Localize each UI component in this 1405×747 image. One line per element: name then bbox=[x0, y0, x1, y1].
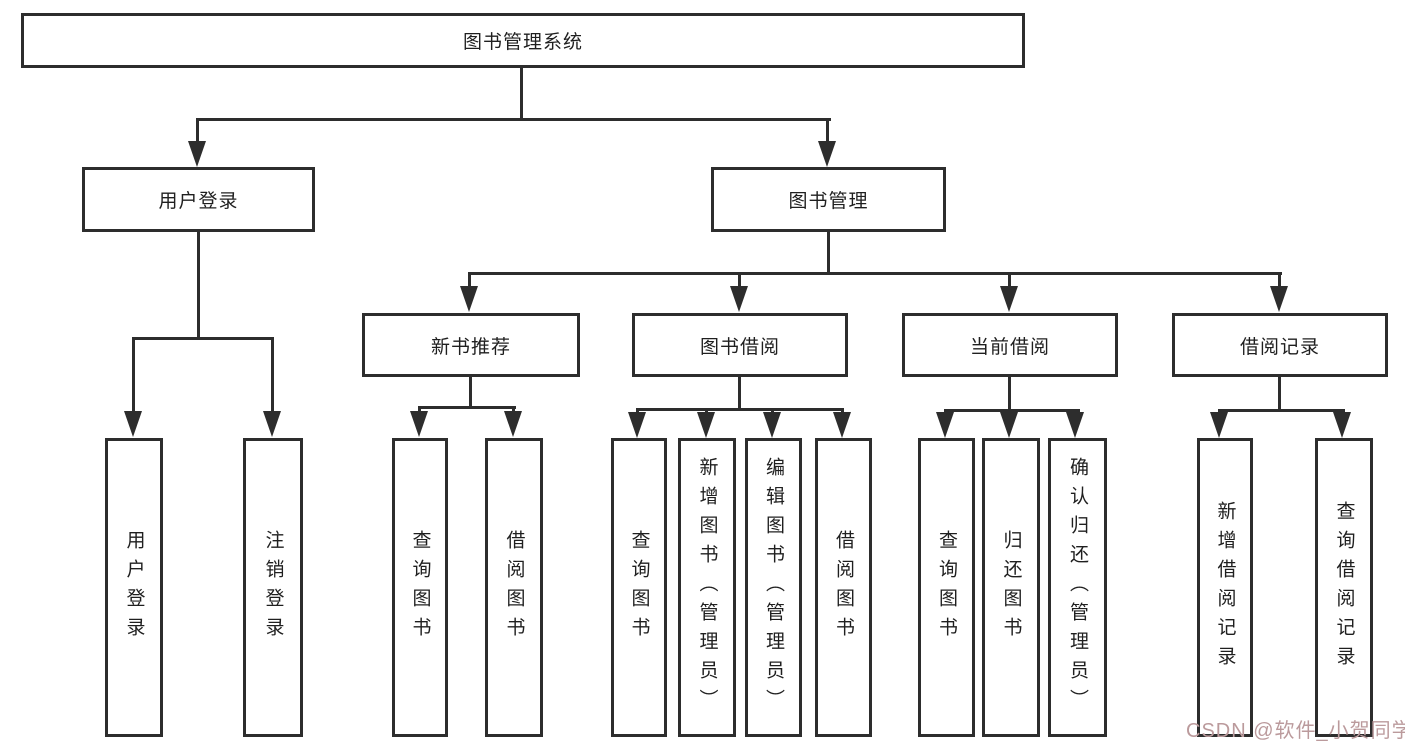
node-label: 用户登录 bbox=[158, 191, 239, 212]
node-label: 新书推荐 bbox=[430, 336, 511, 358]
leaf-edit-books-admin: 编辑图书（管理员） bbox=[745, 438, 802, 737]
connector-line bbox=[197, 232, 200, 340]
connector-line bbox=[469, 377, 472, 409]
node-label: 查询借阅记录 bbox=[1333, 500, 1355, 675]
node-label: 编辑图书（管理员） bbox=[763, 457, 784, 718]
node-label: 借阅图书 bbox=[503, 529, 525, 646]
connector-line bbox=[1278, 377, 1281, 412]
leaf-borrow-books-recommend: 借阅图书 bbox=[485, 438, 543, 737]
arrow-down-icon bbox=[460, 272, 478, 312]
node-label: 新增图书（管理员） bbox=[696, 457, 718, 718]
leaf-return-books: 归还图书 bbox=[982, 438, 1040, 737]
connector-line bbox=[738, 377, 741, 411]
connector-line bbox=[944, 409, 1080, 412]
leaf-query-books-recommend: 查询图书 bbox=[392, 438, 448, 737]
arrow-down-icon bbox=[1066, 409, 1084, 438]
node-current-borrowing: 当前借阅 bbox=[902, 313, 1118, 377]
arrow-down-icon bbox=[1333, 409, 1351, 438]
node-label: 当前借阅 bbox=[969, 336, 1050, 358]
node-label: 归还图书 bbox=[1000, 529, 1022, 646]
leaf-confirm-return-admin: 确认归还（管理员） bbox=[1048, 438, 1107, 737]
leaf-query-current-books: 查询图书 bbox=[918, 438, 975, 737]
arrow-down-icon bbox=[730, 272, 748, 312]
node-book-management-module: 图书管理 bbox=[711, 167, 946, 232]
leaf-borrow-books: 借阅图书 bbox=[815, 438, 872, 737]
connector-line bbox=[1218, 409, 1345, 412]
node-label: 图书借阅 bbox=[699, 336, 780, 358]
arrow-down-icon bbox=[410, 406, 428, 437]
connector-line bbox=[418, 406, 516, 409]
leaf-query-borrow-record: 查询借阅记录 bbox=[1315, 438, 1373, 737]
arrow-down-icon bbox=[936, 409, 954, 438]
arrow-down-icon bbox=[1210, 409, 1228, 438]
leaf-add-borrow-record: 新增借阅记录 bbox=[1197, 438, 1253, 737]
leaf-add-books-admin: 新增图书（管理员） bbox=[678, 438, 736, 737]
connector-line bbox=[197, 118, 831, 121]
arrow-down-icon bbox=[833, 408, 851, 438]
node-root-system: 图书管理系统 bbox=[21, 13, 1025, 68]
node-user-login-module: 用户登录 bbox=[82, 167, 315, 232]
node-label: 新增借阅记录 bbox=[1214, 500, 1236, 675]
arrow-down-icon bbox=[1000, 409, 1018, 438]
node-label: 借阅记录 bbox=[1239, 336, 1320, 358]
connector-line bbox=[1008, 377, 1011, 412]
arrow-down-icon bbox=[124, 337, 142, 437]
node-label: 借阅图书 bbox=[833, 529, 854, 646]
connector-line bbox=[520, 68, 523, 120]
connector-line bbox=[132, 337, 274, 340]
arrow-down-icon bbox=[263, 337, 281, 437]
node-label: 查询图书 bbox=[936, 529, 957, 646]
leaf-query-books: 查询图书 bbox=[611, 438, 667, 737]
node-new-book-recommend: 新书推荐 bbox=[362, 313, 580, 377]
connector-line bbox=[827, 232, 830, 275]
arrow-down-icon bbox=[763, 408, 781, 438]
connector-line bbox=[468, 272, 1282, 275]
arrow-down-icon bbox=[1270, 272, 1288, 312]
leaf-user-login: 用户登录 bbox=[105, 438, 163, 737]
connector-line bbox=[636, 408, 844, 411]
node-label: 图书管理系统 bbox=[462, 32, 583, 53]
arrow-down-icon bbox=[1000, 272, 1018, 312]
arrow-down-icon bbox=[697, 408, 715, 438]
node-label: 查询图书 bbox=[409, 529, 431, 646]
node-label: 图书管理 bbox=[788, 191, 869, 212]
node-label: 查询图书 bbox=[628, 529, 650, 646]
arrow-down-icon bbox=[504, 406, 522, 437]
arrow-down-icon bbox=[818, 118, 836, 167]
watermark: CSDN @软件_小贺同学 bbox=[1186, 720, 1405, 742]
node-label: 确认归还（管理员） bbox=[1067, 457, 1088, 718]
node-label: 注销登录 bbox=[262, 529, 284, 646]
node-book-borrowing: 图书借阅 bbox=[632, 313, 848, 377]
arrow-down-icon bbox=[188, 118, 206, 167]
node-label: 用户登录 bbox=[123, 529, 145, 646]
arrow-down-icon bbox=[628, 408, 646, 438]
node-borrow-records: 借阅记录 bbox=[1172, 313, 1388, 377]
leaf-logout: 注销登录 bbox=[243, 438, 303, 737]
